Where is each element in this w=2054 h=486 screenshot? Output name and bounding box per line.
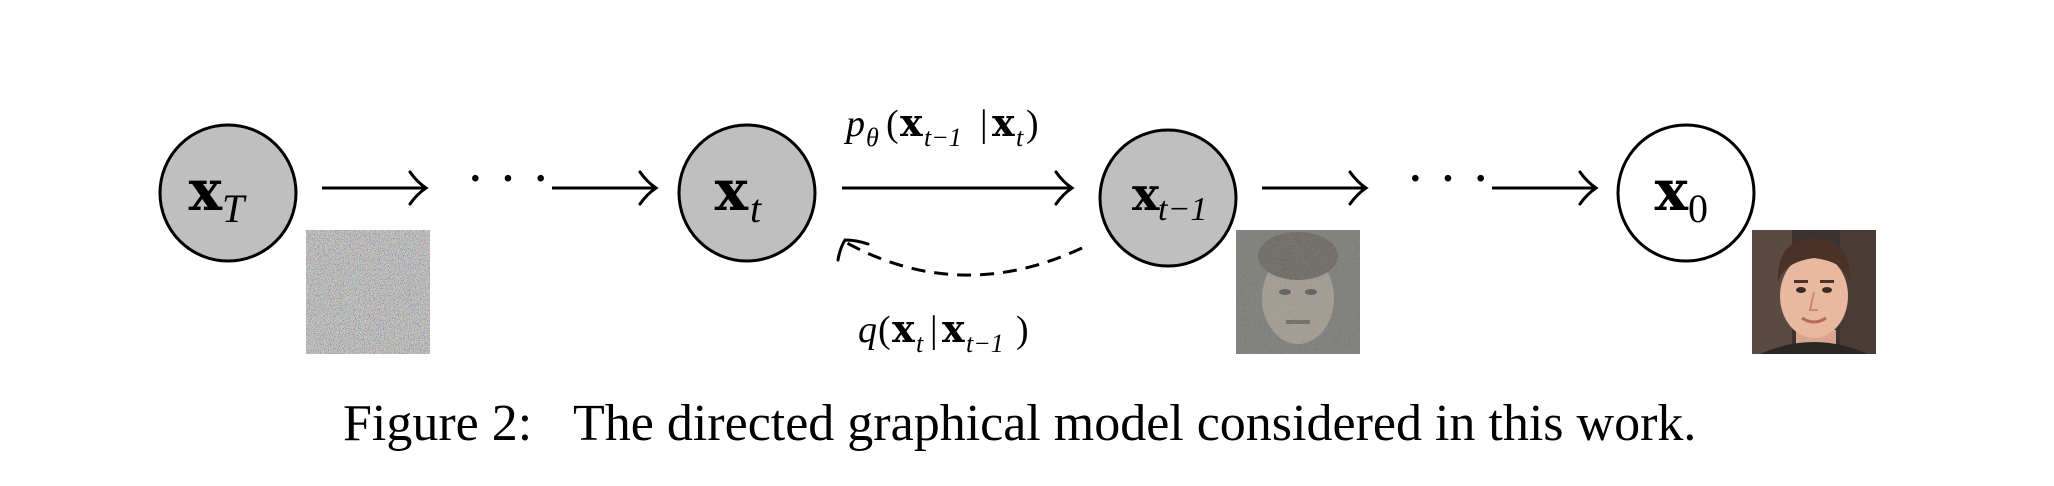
label-reverse-open-paren: (: [878, 309, 891, 351]
label-forward-x1: x: [900, 100, 923, 145]
clean-face-image: [1752, 230, 1876, 354]
node-x-T: x T: [158, 123, 298, 263]
partially-denoised-face-image: [1236, 230, 1360, 354]
figure-caption: Figure 2: The directed graphical model c…: [343, 395, 1696, 452]
label-reverse-x1: x: [892, 306, 915, 351]
ellipsis-right: · · ·: [1406, 148, 1490, 210]
edge-xt-to-xt-minus-1: [842, 170, 1075, 206]
node-x-T-sub: T: [222, 186, 247, 231]
node-x-t-base: x: [715, 158, 749, 224]
edge-reverse-dashed: [836, 238, 1083, 277]
label-reverse-x2: x: [942, 306, 965, 351]
label-reverse-bar: |: [930, 309, 938, 351]
node-x-0: x 0: [1616, 123, 1756, 263]
label-forward-x2: x: [992, 100, 1015, 145]
node-x-0-base: x: [1655, 158, 1689, 224]
label-forward-bar: |: [980, 103, 988, 145]
label-forward-x1-sub: t−1: [924, 123, 962, 152]
edge-xT-to-dots: [322, 170, 429, 206]
label-reverse-q: q: [858, 309, 877, 351]
label-reverse-x1-sub: t: [916, 329, 924, 358]
node-x-0-sub: 0: [1688, 186, 1708, 231]
noise-image: [306, 230, 430, 354]
label-forward-x2-sub: t: [1016, 123, 1024, 152]
edge-xt-minus-1-to-dots: [1262, 170, 1369, 206]
label-forward-transition: p θ ( x t−1 | x t ): [843, 100, 1039, 152]
label-forward-p: p: [843, 103, 865, 145]
label-reverse-transition: q ( x t | x t−1 ): [858, 306, 1029, 358]
caption-label: Figure 2:: [343, 395, 532, 452]
label-forward-open-paren: (: [886, 103, 899, 145]
label-forward-close-paren: ): [1026, 103, 1039, 145]
label-reverse-x2-sub: t−1: [966, 329, 1004, 358]
label-reverse-close-paren: ): [1016, 309, 1029, 351]
ellipsis-left: · · ·: [466, 148, 550, 210]
edge-dots-to-x0: [1492, 170, 1599, 206]
caption-text: The directed graphical model considered …: [573, 395, 1696, 452]
node-x-t-minus-1-sub: t−1: [1158, 191, 1207, 228]
node-x-T-base: x: [189, 158, 223, 224]
node-x-t-minus-1: x t−1: [1098, 128, 1238, 268]
node-x-t-sub: t: [750, 186, 762, 231]
node-x-t-minus-1-base: x: [1132, 167, 1160, 221]
edge-dots-to-xt: [552, 170, 659, 206]
node-x-t: x t: [677, 123, 817, 263]
label-forward-theta: θ: [866, 123, 879, 152]
